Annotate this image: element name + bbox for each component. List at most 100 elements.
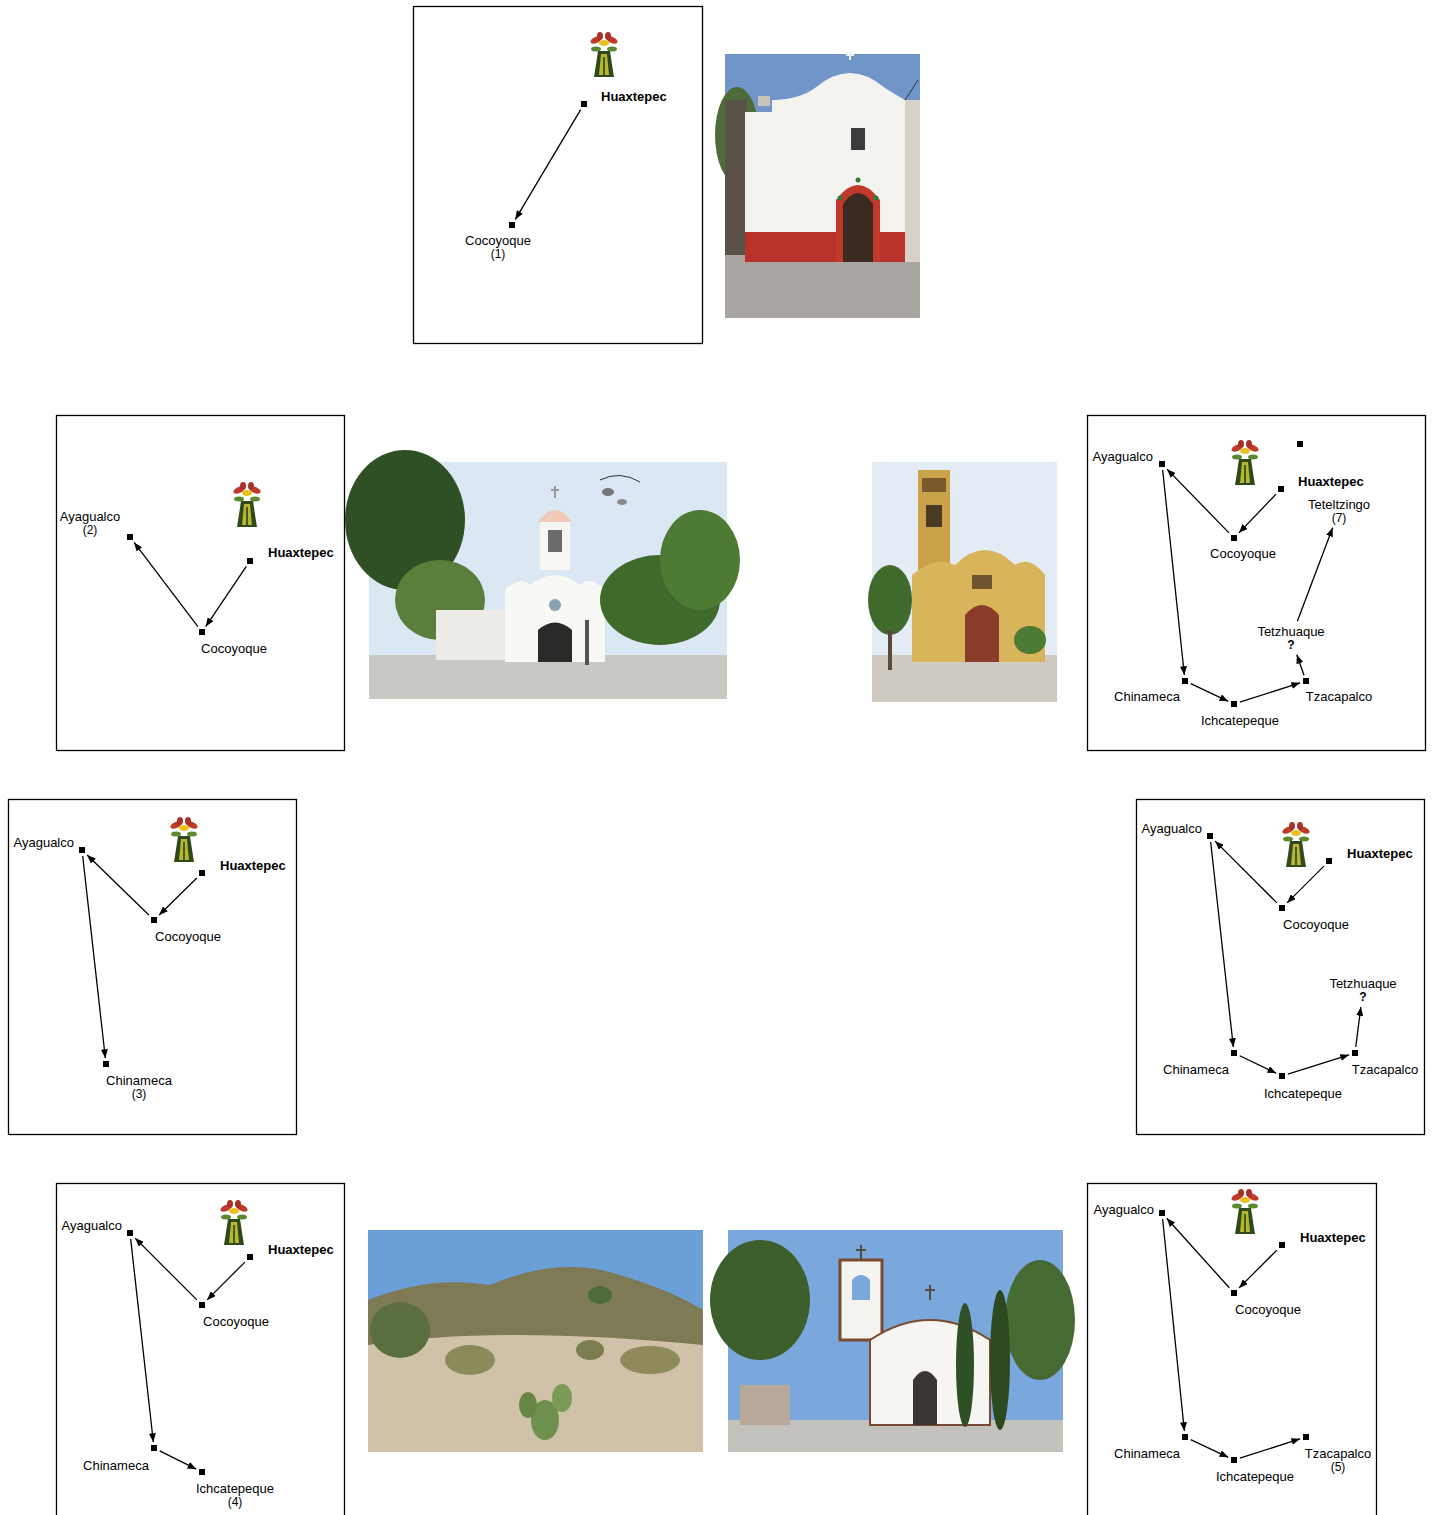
map-panel: [9, 800, 297, 1135]
place-label: Chinameca: [1114, 1446, 1180, 1461]
place-name: Tetzhuaque: [1329, 976, 1396, 991]
place-name: Chinameca: [1163, 1062, 1229, 1077]
route-arrow: [1287, 866, 1324, 903]
route-arrow: [1297, 655, 1304, 675]
place-marker: Ichcatepeque: [1231, 701, 1237, 707]
place-name: Huaxtepec: [1300, 1230, 1366, 1245]
place-name: Ichcatepeque: [196, 1481, 274, 1496]
place-label: Tzacapalco(5): [1305, 1446, 1371, 1474]
place-name: Chinameca: [106, 1073, 172, 1088]
place-label: Huaxtepec: [268, 545, 334, 560]
place-marker: Huaxtepec: [199, 870, 205, 876]
place-label: Huaxtepec: [601, 89, 667, 104]
route-arrow: [206, 566, 247, 626]
place-name: Cocoyoque: [1210, 546, 1276, 561]
place-label: Huaxtepec: [268, 1242, 334, 1257]
route-arrow: [159, 878, 197, 915]
landscape-photo: [368, 1230, 703, 1452]
place-label: Cocoyoque(1): [465, 233, 531, 261]
place-label: Chinameca: [1114, 689, 1180, 704]
place-marker: Ayagualco: [1159, 1210, 1165, 1216]
place-label: Cocoyoque: [1235, 1302, 1301, 1317]
place-label: Huaxtepec: [1298, 474, 1364, 489]
route-arrow: [1239, 494, 1276, 533]
map-panel: [414, 7, 703, 344]
place-name: Chinameca: [1114, 1446, 1180, 1461]
place-label-box: Teteltzingo(7): [1306, 497, 1372, 525]
place-label: Ayagualco: [14, 835, 74, 850]
callout-number: (5): [1305, 1461, 1371, 1474]
place-name: Ayagualco: [1093, 449, 1153, 464]
saint-icon: [219, 1200, 248, 1245]
place-label: Chinameca: [1163, 1062, 1229, 1077]
place-name: Cocoyoque: [201, 641, 267, 656]
place-name: Huaxtepec: [268, 545, 334, 560]
place-marker: Huaxtepec: [1326, 858, 1332, 864]
map-panel: [1088, 1184, 1377, 1515]
place-name: Ichcatepeque: [1264, 1086, 1342, 1101]
place-marker: Cocoyoque: [1279, 905, 1285, 911]
place-dot: [1297, 441, 1303, 447]
place-name: Huaxtepec: [601, 89, 667, 104]
place-name: Chinameca: [83, 1458, 149, 1473]
route-arrow: [1240, 1439, 1300, 1458]
route-arrow: [1163, 1219, 1185, 1431]
place-name: Cocoyoque: [1283, 917, 1349, 932]
place-marker: Cocoyoque: [151, 917, 157, 923]
place-name: Ayagualco: [60, 509, 120, 524]
place-marker: Tzacapalco: [1303, 678, 1309, 684]
place-label: Cocoyoque: [1283, 917, 1349, 932]
place-label: Ayagualco: [1094, 1202, 1154, 1217]
place-label: Huaxtepec: [220, 858, 286, 873]
place-marker: Ichcatepeque: [1279, 1073, 1285, 1079]
place-label: Cocoyoque: [1210, 546, 1276, 561]
route-arrow: [131, 1239, 154, 1442]
place-name: Cocoyoque: [465, 233, 531, 248]
route-arrow: [160, 1451, 197, 1469]
route-arrow: [1167, 1218, 1230, 1288]
place-label: Ayagualco(2): [60, 509, 120, 537]
route-arrow: [83, 856, 106, 1058]
callout-number: (3): [106, 1088, 172, 1101]
callout-number: (4): [196, 1496, 274, 1509]
place-name: Teteltzingo: [1308, 497, 1370, 512]
map-panel: [57, 416, 345, 751]
place-label: Ichcatepeque: [1201, 713, 1279, 728]
place-name: Cocoyoque: [203, 1314, 269, 1329]
route-arrow: [134, 542, 198, 626]
place-marker: Cocoyoque: [1231, 535, 1237, 541]
route-arrow: [1215, 841, 1277, 903]
place-marker: Chinameca: [1182, 678, 1188, 684]
place-name: Ayagualco: [14, 835, 74, 850]
place-label-box: Tetzhuaque?: [1327, 976, 1398, 1004]
route-arrow: [515, 110, 580, 220]
place-marker: Ayagualco: [1207, 833, 1213, 839]
place-label: Cocoyoque: [203, 1314, 269, 1329]
map-panel: [1137, 800, 1425, 1135]
callout-number: (7): [1308, 512, 1370, 525]
place-name: Tzacapalco: [1305, 1446, 1371, 1461]
route-arrow: [87, 855, 149, 915]
saint-icon: [169, 817, 198, 862]
place-name: Tetzhuaque: [1257, 624, 1324, 639]
saint-icon: [1230, 440, 1259, 485]
place-name: Ichcatepeque: [1216, 1469, 1294, 1484]
church-photo: [868, 462, 1057, 702]
map-panel: [57, 1184, 345, 1515]
place-marker: Huaxtepec: [247, 1254, 253, 1260]
place-marker: Cocoyoque: [199, 1302, 205, 1308]
route-arrow: [1239, 1250, 1277, 1288]
place-marker: Ayagualco: [1159, 461, 1165, 467]
place-marker: Chinameca(3): [103, 1061, 109, 1067]
callout-number: ?: [1329, 991, 1396, 1004]
route-arrow: [1211, 842, 1234, 1047]
saint-icon: [1230, 1189, 1259, 1234]
saint-icon: [232, 482, 261, 527]
place-marker: Cocoyoque: [1231, 1290, 1237, 1296]
place-label: Tzacapalco: [1352, 1062, 1418, 1077]
place-label: Ayagualco: [62, 1218, 122, 1233]
callout-number: ?: [1257, 639, 1324, 652]
route-arrow: [1356, 1007, 1361, 1047]
place-label: Ichcatepeque: [1216, 1469, 1294, 1484]
place-label: Huaxtepec: [1347, 846, 1413, 861]
